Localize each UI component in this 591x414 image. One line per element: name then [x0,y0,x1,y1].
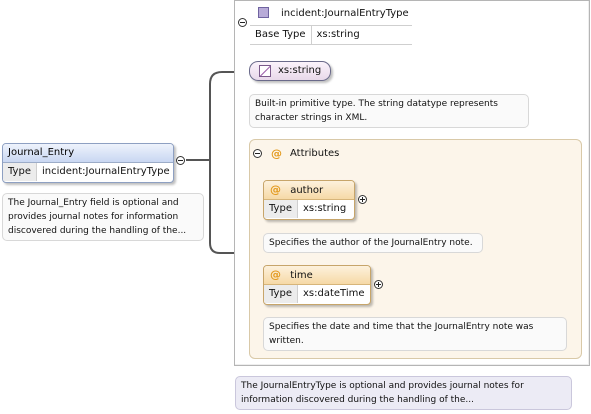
doc-line: The JournalEntryType is optional and pro… [241,381,524,391]
complex-type-documentation: The JournalEntryType is optional and pro… [235,376,572,410]
attribute-at-icon: @ [270,268,281,281]
doc-line: written. [269,336,304,346]
attribute-time-head: @ time [264,266,370,285]
attribute-time[interactable]: @ time Type xs:dateTime [263,265,371,305]
doc-line: Specifies the author of the JournalEntry… [269,238,473,248]
attribute-time-expand-icon[interactable] [374,280,383,289]
element-collapse-toggle-icon[interactable] [176,156,185,165]
doc-line: Specifies the date and time that the Jou… [269,322,534,332]
attribute-time-type-value: xs:dateTime [302,288,365,299]
connector-to-attributes [209,160,249,254]
element-journal-entry[interactable]: Journal_Entry Type incident:JournalEntry… [2,143,174,183]
element-documentation: The Journal_Entry field is optional and … [2,193,204,241]
attributes-label: Attributes [290,148,340,159]
base-type-row: Base Type xs:string [250,25,412,45]
attribute-time-type-row: Type xs:dateTime [264,285,370,303]
doc-line: information discovered during the handli… [241,395,474,405]
simple-type-xs-string[interactable]: xs:string [249,61,331,81]
simple-type-icon [259,65,271,77]
attribute-author-type-row: Type xs:string [264,200,354,218]
doc-line: Built-in primitive type. The string data… [255,99,498,109]
attribute-time-type-key: Type [264,285,298,303]
attribute-author-type-key: Type [264,200,298,218]
base-type-value: xs:string [316,29,360,40]
simple-type-documentation: Built-in primitive type. The string data… [249,94,529,128]
connector-to-simple-type [209,71,249,160]
doc-line: The Journal_Entry field is optional and [8,198,179,208]
attributes-collapse-toggle-icon[interactable] [253,149,262,158]
attribute-author-name: author [290,185,324,196]
element-name: Journal_Entry [3,144,173,163]
complex-type-icon [258,7,269,18]
doc-line: provides journal notes for information [8,212,179,222]
base-type-key: Base Type [250,26,312,44]
doc-line: character strings in XML. [255,113,368,123]
attributes-at-icon: @ [271,147,282,160]
attribute-at-icon: @ [270,183,281,196]
complex-type-collapse-toggle-icon[interactable] [238,18,247,27]
attribute-time-name: time [290,270,313,281]
element-type-value: incident:JournalEntryType [41,166,170,177]
doc-line: discovered during the handling of the... [8,226,187,236]
element-type-row: Type incident:JournalEntryType [3,163,173,181]
attribute-time-documentation: Specifies the date and time that the Jou… [263,317,567,351]
element-type-key: Type [3,163,37,181]
simple-type-name: xs:string [278,65,322,76]
attribute-author-documentation: Specifies the author of the JournalEntry… [263,233,483,253]
attribute-author[interactable]: @ author Type xs:string [263,180,355,220]
attribute-author-expand-icon[interactable] [358,195,367,204]
complex-type-name: incident:JournalEntryType [281,8,409,19]
attribute-author-head: @ author [264,181,354,200]
attribute-author-type-value: xs:string [302,203,347,214]
